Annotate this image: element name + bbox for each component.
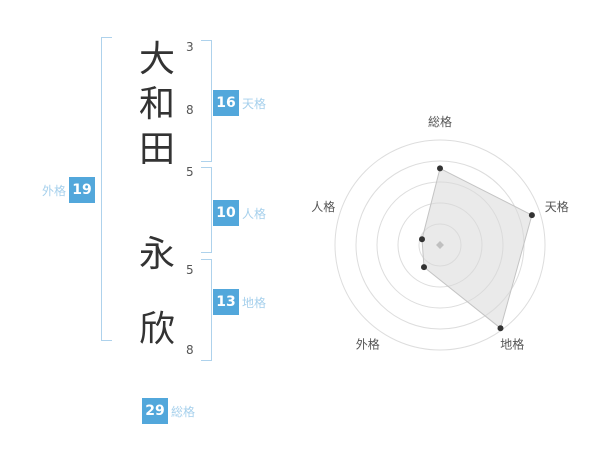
radar-data-point-1 [528,212,535,219]
gaikaku-value-badge: 19 [69,177,96,203]
radar-data-point-4 [419,236,425,243]
radar-axis-label-3: 外格 [356,336,380,351]
radar-axis-label-4: 人格 [311,199,335,214]
radar-data-point-2 [497,325,504,332]
tenkaku-group: 16 天格 [213,90,266,116]
radar-axis-label-2: 地格 [500,336,524,351]
tenkaku-bracket [201,40,212,162]
radar-data-point-3 [421,264,427,271]
stroke-count-surname-1: 3 [186,40,194,54]
radar-axis-label-1: 天格 [545,199,569,214]
jinkaku-group: 10 人格 [213,200,266,226]
surname-char-1: 大 [138,39,175,80]
stroke-count-surname-2: 8 [186,103,194,117]
stroke-count-given-1: 5 [186,263,194,277]
gaikaku-bracket [101,37,112,341]
given-char-2: 欣 [138,309,175,350]
jinkaku-value-badge: 10 [213,200,239,226]
radar-ring-5 [334,139,546,351]
jinkaku-label: 人格 [242,206,267,221]
radar-data-polygon [421,167,533,330]
tenkaku-label: 天格 [242,96,267,111]
surname-char-2: 和 [138,84,175,125]
radar-center-mark [436,241,444,249]
stroke-count-given-2: 8 [186,343,194,357]
surname-char-3: 田 [138,129,175,170]
chikaku-value-badge: 13 [213,289,239,315]
given-char-1: 永 [138,234,175,275]
tenkaku-value-badge: 16 [213,90,239,116]
chikaku-label: 地格 [242,295,267,310]
radar-data-point-0 [437,165,443,172]
soukaku-group: 29 総格 [142,398,195,424]
chikaku-group: 13 地格 [213,289,266,315]
chikaku-bracket [201,259,212,361]
stroke-count-surname-3: 5 [186,165,194,179]
soukaku-value-badge: 29 [142,398,168,424]
jinkaku-bracket [201,167,212,253]
gaikaku-group: 外格 19 [42,177,96,203]
gaikaku-label: 外格 [42,183,67,198]
soukaku-label: 総格 [171,404,196,419]
radar-axis-label-0: 総格 [428,115,452,129]
